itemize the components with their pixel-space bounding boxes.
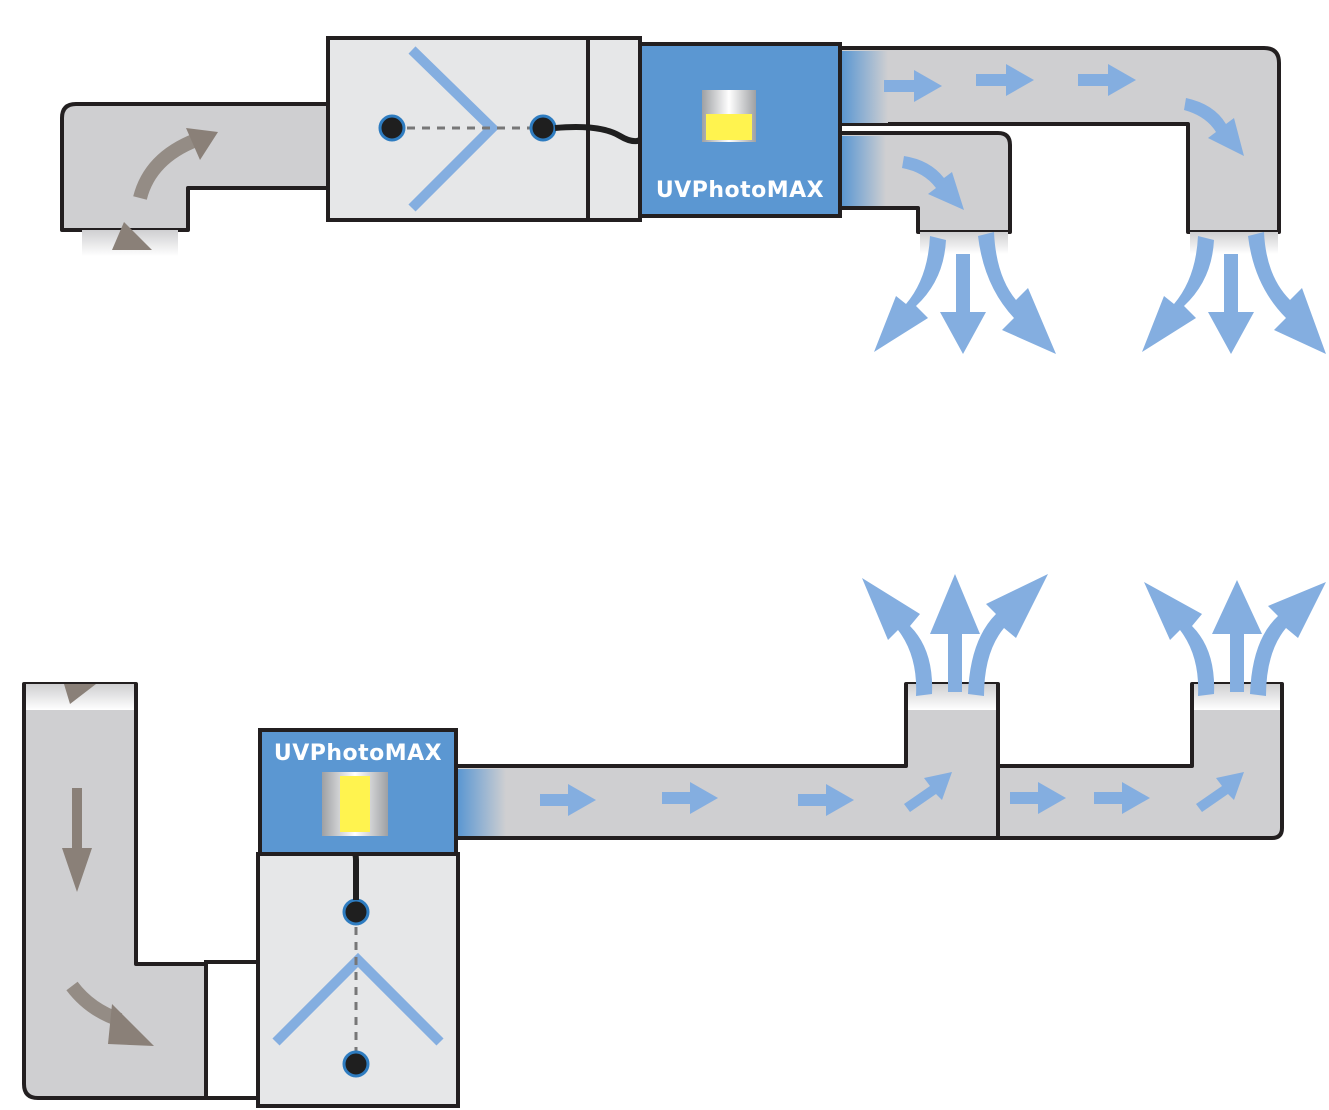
sensor-node-icon (529, 114, 557, 142)
airflow-arrow-icon (1078, 64, 1136, 96)
return-air-arrow-icon (62, 788, 92, 892)
airflow-arrow-icon (1094, 782, 1150, 814)
uv-lamp-icon (340, 776, 370, 832)
bottom-system: UVPhotoMAX (22, 574, 1326, 1108)
airflow-arrow-icon (930, 574, 980, 692)
airflow-arrow-icon (1248, 232, 1326, 354)
top-return-duct (60, 102, 332, 232)
bottom-diffuser-far (1144, 580, 1326, 696)
return-air-arrow-icon (108, 1004, 154, 1046)
top-supply-duct-far (838, 46, 1281, 234)
airflow-arrow-icon (1184, 98, 1244, 156)
bottom-uv-label: UVPhotoMAX (274, 741, 442, 766)
airflow-arrow-icon (978, 232, 1056, 354)
bottom-supply-duct (454, 682, 1284, 840)
return-air-arrow-icon (64, 684, 96, 704)
airflow-arrow-icon (1208, 254, 1254, 354)
airflow-arrow-icon (884, 70, 942, 102)
uv-fade-far (842, 51, 888, 123)
return-air-arrow-icon (133, 133, 199, 200)
return-air-arrow-icon (112, 222, 152, 250)
airflow-arrow-icon (1250, 582, 1326, 696)
uv-fade-near (842, 136, 886, 206)
airflow-arrow-icon (902, 156, 964, 210)
bottom-filter-section (204, 960, 262, 1100)
airflow-arrow-icon (540, 784, 596, 816)
airflow-arrow-icon (1212, 580, 1262, 692)
top-diffuser-near (874, 232, 1056, 354)
airflow-arrow-icon (940, 254, 986, 354)
sensor-node-icon (378, 114, 406, 142)
uv-fade-bottom (458, 769, 506, 836)
airflow-arrow-icon (1010, 782, 1066, 814)
top-uv-label: UVPhotoMAX (656, 178, 824, 203)
bottom-diffuser-near (862, 574, 1048, 696)
airflow-arrow-icon (874, 236, 946, 352)
bottom-duct-arrows (540, 772, 1244, 816)
top-diffuser-far (1142, 232, 1326, 354)
sensor-node-icon (342, 1050, 370, 1078)
airflow-arrow-icon (1142, 236, 1214, 352)
coil-chevron-icon (272, 952, 444, 1046)
top-uv-box (638, 42, 842, 218)
airflow-arrow-icon (1196, 772, 1244, 812)
top-system: UVPhotoMAX (60, 36, 1326, 354)
airflow-arrow-icon (798, 784, 854, 816)
airflow-arrow-icon (968, 574, 1048, 696)
top-duct-arrows (884, 64, 1244, 210)
return-air-arrow-icon (186, 128, 218, 160)
airflow-arrow-icon (662, 782, 718, 814)
airflow-arrow-icon (976, 64, 1034, 96)
airflow-arrow-icon (1144, 582, 1215, 696)
uv-lamp-icon (706, 114, 752, 140)
sensor-node-icon (342, 898, 370, 926)
airflow-arrow-icon (862, 578, 933, 696)
coil-chevron-icon (408, 46, 500, 212)
airflow-arrow-icon (904, 772, 952, 812)
